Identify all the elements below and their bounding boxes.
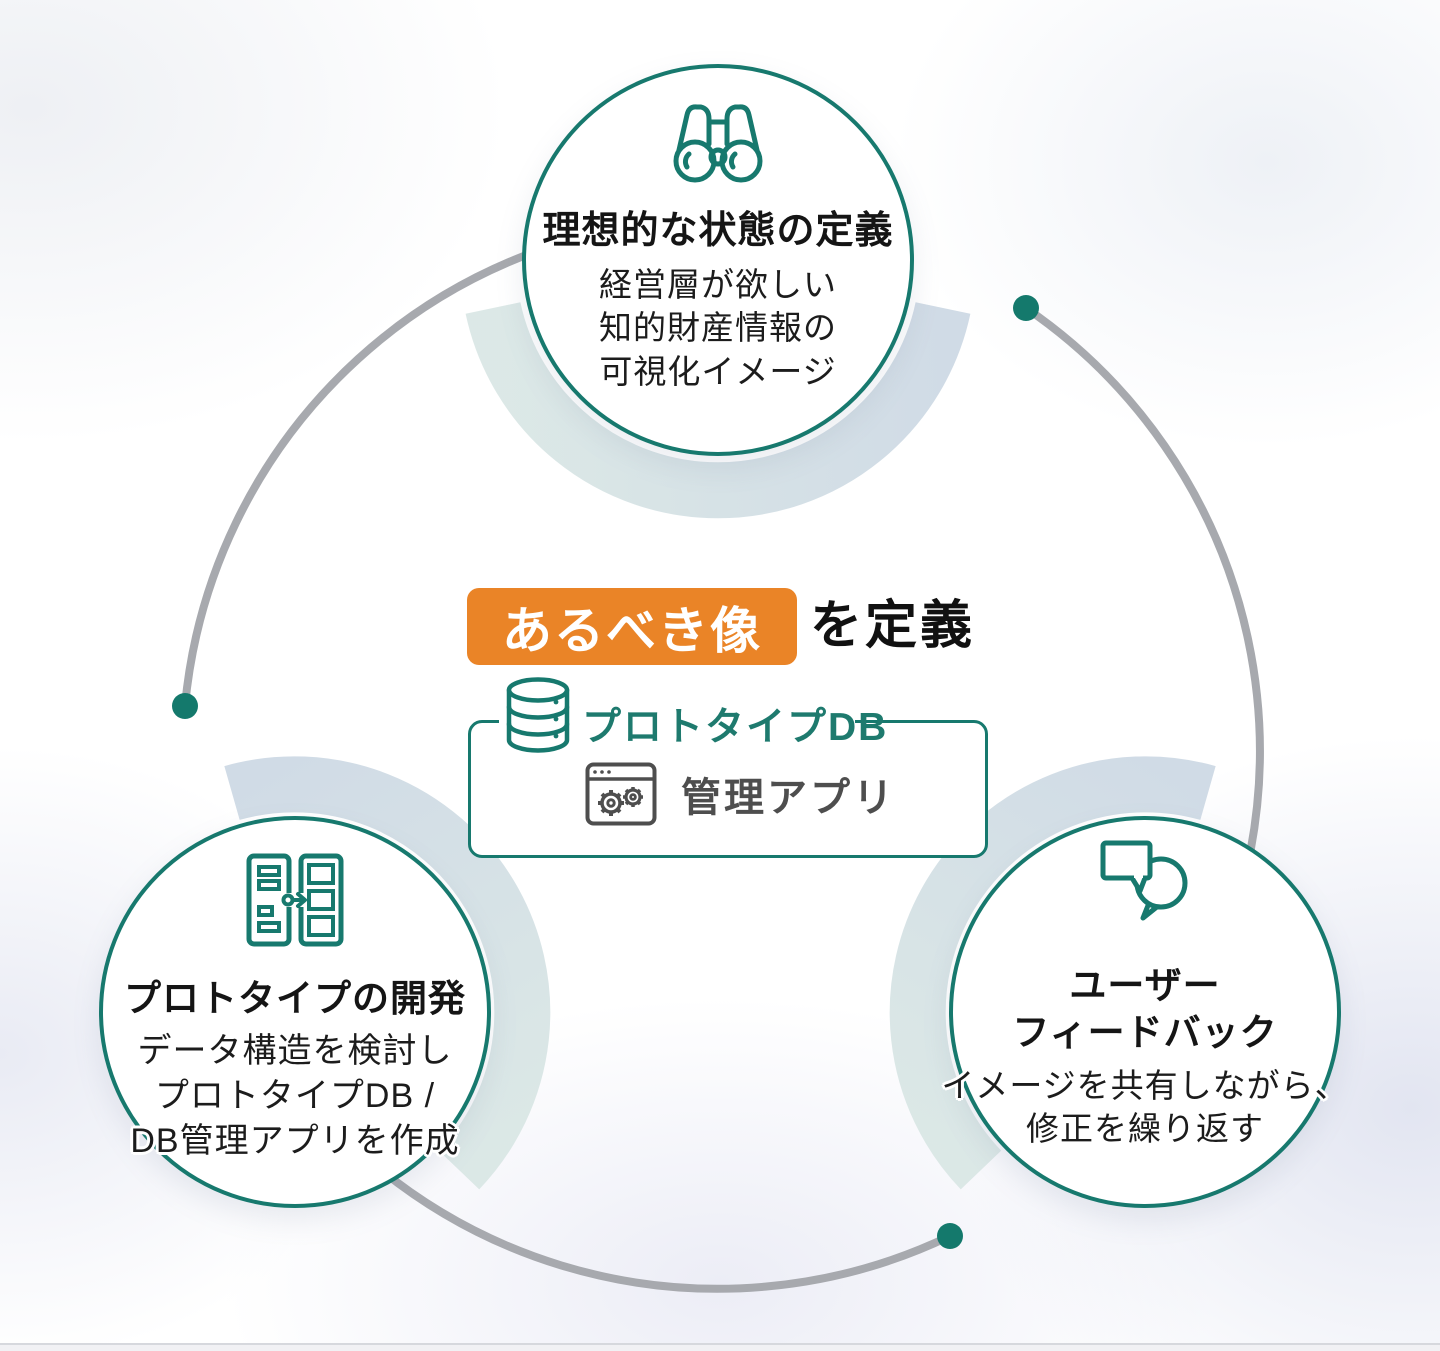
node-title: プロトタイプの開発 bbox=[124, 978, 466, 1019]
node-prototype-development: プロトタイプの開発 データ構造を検討し プロトタイプDB / DB管理アプリを作… bbox=[99, 816, 491, 1208]
highlight-label: あるべき像 bbox=[502, 602, 762, 659]
node-body: イメージを共有しながら、 修正を繰り返す bbox=[941, 1064, 1348, 1151]
body-line: 知的財産情報の bbox=[599, 309, 837, 347]
admin-app-label: 管理アプリ bbox=[681, 776, 896, 820]
body-line: DB管理アプリを作成 bbox=[130, 1122, 460, 1160]
crescent-band-right bbox=[889, 756, 1216, 1190]
arc-dot-left bbox=[172, 693, 198, 719]
crescent-band-left bbox=[224, 756, 551, 1190]
body-line: データ構造を検討し bbox=[137, 1032, 453, 1071]
arc-endpoint-dots bbox=[172, 295, 1039, 1249]
body-line: プロトタイプDB / bbox=[154, 1077, 436, 1116]
app-window-gears-icon bbox=[585, 762, 657, 826]
chat-feedback-icon bbox=[1100, 840, 1188, 921]
title-line: フィードバック bbox=[1012, 1012, 1278, 1054]
data-structure-icon bbox=[246, 853, 344, 947]
crescent-band-group bbox=[224, 302, 1216, 1190]
binoculars-icon bbox=[673, 104, 763, 183]
admin-app-row: 管理アプリ bbox=[585, 762, 896, 826]
body-line: イメージを共有しながら、 bbox=[941, 1066, 1349, 1104]
arc-dot-top-right bbox=[1013, 295, 1039, 321]
node-user-feedback: ユーザー フィードバック イメージを共有しながら、 修正を繰り返す bbox=[941, 816, 1348, 1208]
prototype-db-title: プロトタイプDB bbox=[582, 706, 889, 749]
db-box-border-gap bbox=[499, 715, 855, 726]
node-ideal-state: 理想的な状態の定義 経営層が欲しい 知的財産情報の 可視化イメージ bbox=[522, 64, 914, 456]
page-bottom-divider bbox=[0, 1343, 1440, 1345]
highlight-label-box: あるべき像 bbox=[467, 588, 797, 665]
body-line: 経営層が欲しい bbox=[599, 265, 837, 303]
node-title: 理想的な状態の定義 bbox=[542, 210, 894, 252]
node-body: データ構造を検討し プロトタイプDB / DB管理アプリを作成 bbox=[130, 1029, 459, 1164]
crescent-band-top bbox=[465, 302, 971, 519]
node-title: ユーザー フィードバック bbox=[1012, 962, 1277, 1057]
body-line: 可視化イメージ bbox=[599, 352, 837, 390]
page-bottom-strip bbox=[0, 1345, 1440, 1351]
arc-dot-bottom bbox=[937, 1223, 963, 1249]
database-icon bbox=[506, 677, 570, 753]
title-line: ユーザー bbox=[1069, 965, 1221, 1006]
body-line: 修正を繰り返す bbox=[1026, 1110, 1264, 1148]
node-body: 経営層が欲しい 知的財産情報の 可視化イメージ bbox=[599, 263, 837, 394]
headline-suffix: を定義 bbox=[810, 597, 976, 655]
